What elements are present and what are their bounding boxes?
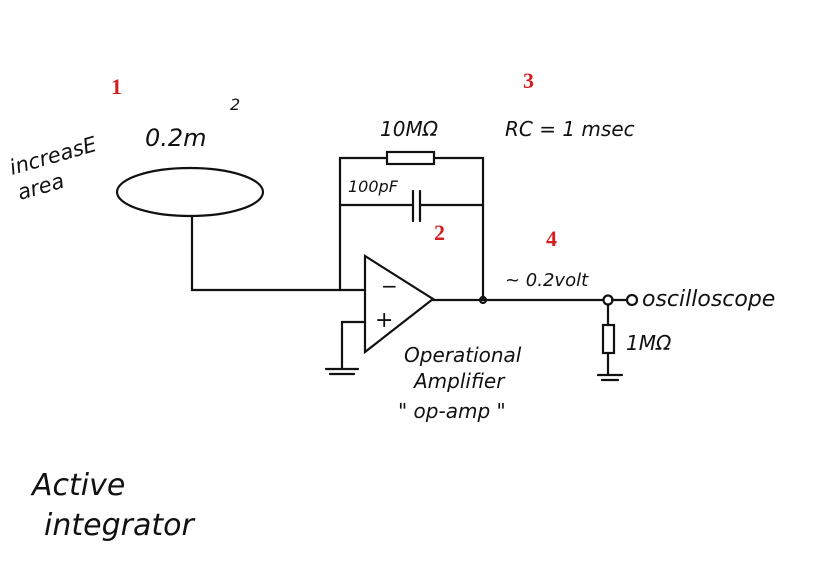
marker-3: 3 (523, 68, 534, 93)
feedback-wire-right (432, 156, 485, 302)
capacitor-label: 100pF (348, 177, 399, 196)
opamp-caption-2: Amplifier (412, 369, 506, 393)
feedback-wire-left (338, 156, 389, 292)
area-exponent: 2 (230, 95, 240, 114)
title-line-1: Active (30, 468, 125, 503)
load-resistor (601, 323, 616, 355)
sensor-plate (115, 166, 265, 218)
marker-2: 2 (434, 220, 445, 245)
noninverting-wire (340, 320, 367, 370)
feedback-resistor (385, 150, 436, 166)
feedback-resistor-label: 10MΩ (380, 117, 439, 141)
area-value: 0.2m (145, 124, 207, 152)
rc-label: RC = 1 msec (505, 117, 635, 141)
opamp-symbol (363, 254, 435, 355)
oscilloscope-terminal (625, 293, 639, 307)
output-voltage-label: ~ 0.2volt (505, 270, 589, 291)
noninverting-input-sign: + (375, 308, 393, 333)
opamp-caption-1: Operational (404, 343, 522, 367)
load-resistor-label: 1MΩ (626, 331, 672, 355)
inverting-input-sign: − (381, 274, 398, 298)
title-line-2: integrator (44, 508, 195, 543)
marker-4: 4 (546, 226, 557, 251)
input-wire (190, 214, 367, 292)
oscilloscope-label: oscilloscope (642, 287, 775, 312)
marker-1: 1 (111, 74, 122, 99)
opamp-caption-3: " op-amp " (398, 399, 506, 423)
